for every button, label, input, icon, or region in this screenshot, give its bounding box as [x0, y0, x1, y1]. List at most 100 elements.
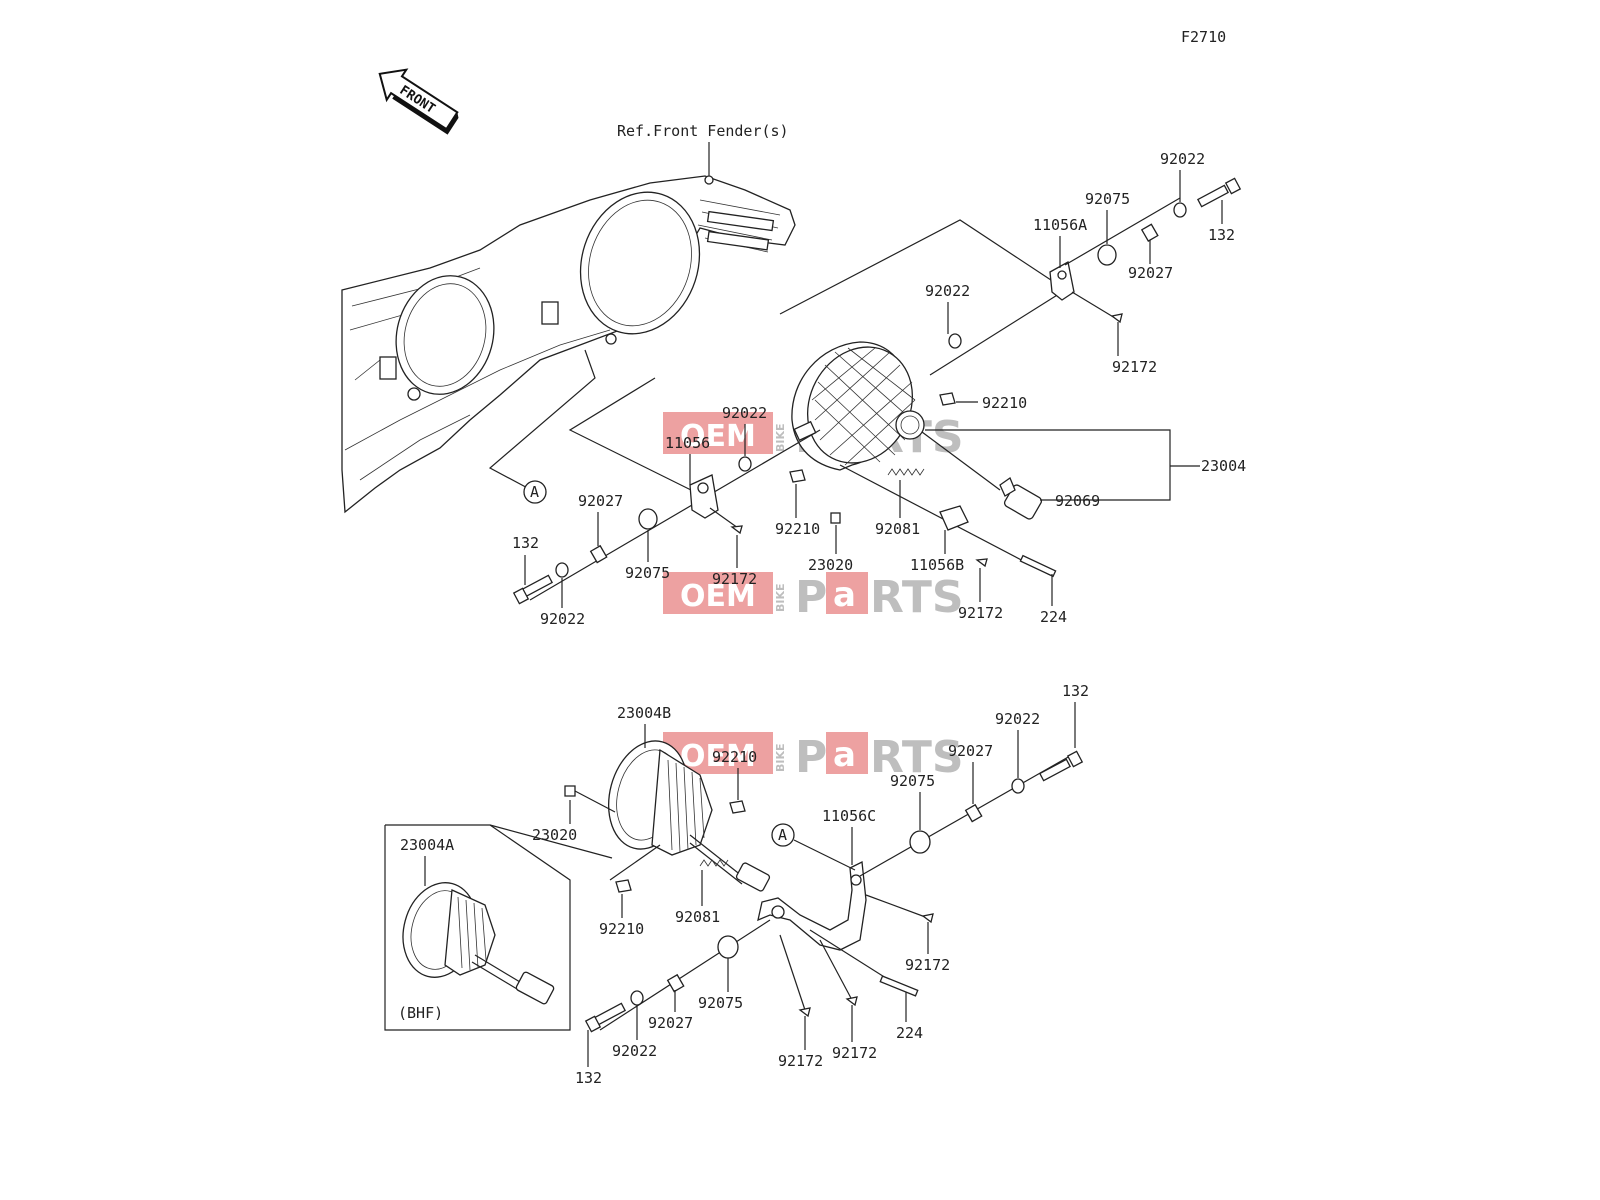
grommet-92075-d: [717, 935, 739, 959]
part-callout-c23004B: 23004B: [617, 704, 671, 722]
watermark-2: OEM BIKE P a RTS: [663, 572, 964, 623]
watermark-text: OEM: [680, 419, 756, 454]
spring-92081: [887, 468, 925, 476]
part-callout-c92210_d: 92210: [599, 920, 644, 938]
watermark-text: RTS: [870, 572, 964, 623]
part-callout-c92022_d: 92022: [540, 610, 585, 628]
watermark-text: a: [833, 575, 856, 615]
spring-92081-b: [699, 859, 729, 867]
bracket-11056C: [757, 860, 867, 951]
watermark-text: a: [833, 735, 856, 775]
screw-224-b: [879, 975, 919, 997]
inset-part-label: 23004A: [400, 836, 454, 854]
part-callout-c132_a: 132: [1208, 226, 1235, 244]
watermark-text: RTS: [870, 732, 964, 783]
part-callout-c92075_d: 92075: [698, 994, 743, 1012]
watermark-text: P: [795, 732, 827, 783]
watermark-text: OEM: [680, 739, 756, 774]
part-callout-c132_b: 132: [512, 534, 539, 552]
collar-92027-d: [666, 973, 685, 993]
washer-92022-d: [555, 562, 569, 578]
part-callout-c23004: 23004: [1201, 457, 1246, 475]
bulb-92069: [999, 477, 1043, 520]
part-callout-c92022_f: 92022: [612, 1042, 657, 1060]
inset-23004A: 23004A (BHF): [384, 824, 613, 1031]
part-callout-c92081_b: 92081: [675, 908, 720, 926]
grommet-92075-a: [1097, 244, 1117, 266]
part-callout-c92172_b: 92172: [712, 570, 757, 588]
bracket-11056B: [939, 505, 969, 531]
screw-92172-f: [845, 996, 858, 1007]
part-callout-c92172_d: 92172: [905, 956, 950, 974]
screw-92172-b: [730, 525, 743, 535]
part-callout-c23020: 23020: [808, 556, 853, 574]
part-callout-c132_d: 132: [575, 1069, 602, 1087]
front-arrow-icon: FRONT: [378, 68, 459, 135]
collar-92027-a: [1140, 223, 1159, 242]
headlight-top: [791, 341, 925, 471]
grommet-92075-c: [909, 830, 931, 854]
front-fender-housing: [341, 175, 796, 514]
part-callout-c92075_a: 92075: [1085, 190, 1130, 208]
washer-92022-e: [1011, 778, 1025, 794]
watermark-text: BIKE: [774, 743, 787, 772]
screw-224: [1019, 554, 1057, 578]
part-callout-c92069: 92069: [1055, 492, 1100, 510]
bracket-11056A: [1049, 260, 1075, 301]
watermark-text: BIKE: [774, 583, 787, 612]
collar-92027-c: [964, 803, 983, 823]
clip-92210-c: [729, 800, 746, 814]
watermark-text: OEM: [680, 579, 756, 614]
marker-a-top: [523, 480, 547, 504]
part-callout-c92172_a: 92172: [1112, 358, 1157, 376]
callouts-bottom: 23004B 132 92022 92210 92027 92075 23020…: [532, 682, 1089, 1087]
screw-92172-e: [798, 1007, 811, 1018]
part-callout-c92027_a: 92027: [1128, 264, 1173, 282]
part-callout-c92172_c: 92172: [958, 604, 1003, 622]
headlight-led-23004B: [607, 740, 771, 892]
part-callout-c92022_a: 92022: [1160, 150, 1205, 168]
screw-92172-a: [1110, 313, 1123, 324]
watermark-3: OEM BIKE P a RTS: [663, 732, 964, 783]
part-callout-c23020_b: 23020: [532, 826, 577, 844]
part-callout-c92172_e: 92172: [778, 1052, 823, 1070]
part-callout-c224: 224: [1040, 608, 1067, 626]
collar-92027-b: [589, 544, 608, 564]
marker-a-bottom-label: A: [778, 826, 787, 844]
part-callout-c92210_b: 92210: [775, 520, 820, 538]
part-callout-c132_c: 132: [1062, 682, 1089, 700]
washer-92022-f: [630, 990, 644, 1006]
bolt-132-d: [584, 1002, 627, 1033]
diagram-code: F2710: [1181, 28, 1226, 46]
part-callout-c92075_b: 92075: [625, 564, 670, 582]
part-callout-c92027_d: 92027: [648, 1014, 693, 1032]
part-callout-c11056B: 11056B: [910, 556, 964, 574]
callouts-top: 92022 132 92075 11056A 92027 92022 92172…: [512, 150, 1246, 628]
nut-23020: [830, 512, 841, 524]
part-callout-c92022_b: 92022: [925, 282, 970, 300]
screw-92172-c: [975, 558, 988, 568]
part-callout-c92172_f: 92172: [832, 1044, 877, 1062]
part-callout-c224_b: 224: [896, 1024, 923, 1042]
part-callout-c92022_c: 92022: [722, 404, 767, 422]
bolt-132-a: [1196, 177, 1242, 208]
washer-92022-b: [948, 333, 962, 349]
clip-92210-d: [615, 879, 632, 893]
washer-92022-c: [738, 456, 752, 472]
part-callout-c11056A: 11056A: [1033, 216, 1087, 234]
bolt-132-c: [1038, 750, 1084, 782]
part-callout-c92081: 92081: [875, 520, 920, 538]
nut-23020-b: [564, 785, 576, 797]
grommet-92075-b: [638, 508, 658, 530]
inset-note: (BHF): [398, 1004, 443, 1022]
screw-92172-d: [921, 913, 934, 924]
part-callout-c92027_c: 92027: [948, 742, 993, 760]
bolt-132-b: [512, 574, 554, 605]
part-callout-c92027_b: 92027: [578, 492, 623, 510]
ref-front-fender-label: Ref.Front Fender(s): [617, 122, 789, 140]
part-callout-c92210_a: 92210: [982, 394, 1027, 412]
part-callout-c92022_e: 92022: [995, 710, 1040, 728]
part-callout-c11056: 11056: [665, 434, 710, 452]
